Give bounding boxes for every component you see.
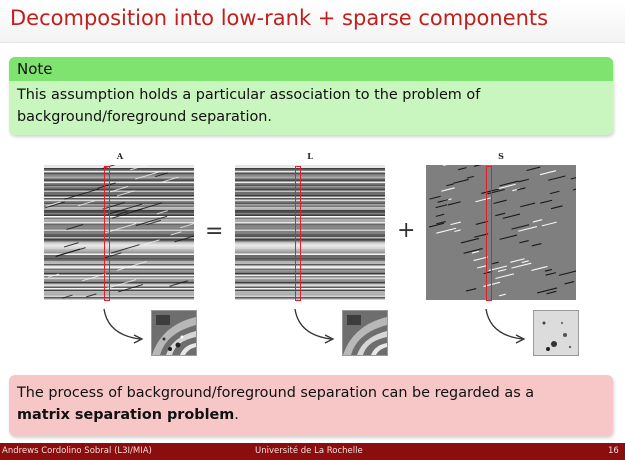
footer-bar: Andrews Cordolino Sobral (L3I/MIA) Unive… (0, 443, 625, 460)
curved-arrow-icon (294, 308, 335, 344)
matrix-label-s: S (498, 151, 504, 161)
frame-thumbnail-background (342, 310, 388, 356)
note-line-2: background/foreground separation. (17, 109, 272, 125)
alert-line-2: matrix separation problem. (17, 404, 605, 426)
frame-title-bar: Decomposition into low-rank + sparse com… (0, 0, 625, 43)
alert-end: . (234, 407, 239, 423)
curved-arrow-icon (485, 308, 526, 344)
column-highlight-a (104, 166, 110, 301)
note-body: This assumption holds a particular assoc… (9, 81, 613, 128)
matrix-a-image (44, 165, 194, 300)
footer-author: Andrews Cordolino Sobral (L3I/MIA) (2, 446, 152, 456)
curved-arrow-icon (103, 308, 144, 344)
footer-institution: Université de La Rochelle (255, 446, 363, 456)
footer-page-number: 16 (608, 446, 619, 456)
alert-line-1: The process of background/foreground sep… (17, 385, 535, 401)
matrix-l-image (235, 165, 385, 300)
matrix-label-a: A (116, 151, 124, 161)
column-highlight-s (486, 166, 492, 301)
plus-sign: + (397, 218, 416, 243)
note-block: Note This assumption holds a particular … (9, 57, 613, 135)
alert-bold-text: matrix separation problem (17, 407, 235, 423)
equals-sign: = (205, 219, 224, 244)
alert-block: The process of background/foreground sep… (9, 375, 613, 436)
frame-thumbnail-original (151, 310, 197, 356)
frame-thumbnail-foreground (533, 310, 579, 356)
slide-title: Decomposition into low-rank + sparse com… (10, 6, 549, 30)
note-line-1: This assumption holds a particular assoc… (17, 87, 481, 103)
matrix-s-image (426, 165, 576, 300)
note-header: Note (9, 57, 613, 81)
column-highlight-l (295, 166, 301, 301)
matrix-label-l: L (307, 151, 313, 161)
